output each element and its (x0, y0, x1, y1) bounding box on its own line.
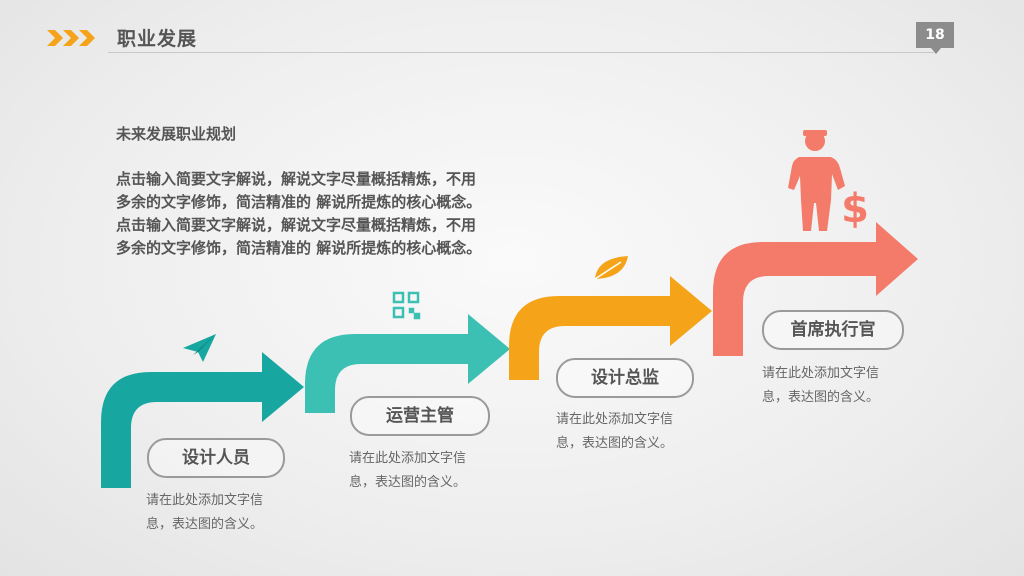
paper-plane-icon (183, 334, 216, 362)
step-arrow-4 (713, 222, 918, 356)
step-description-2: 请在此处添加文字信 息，表达图的含义。 (349, 447, 509, 495)
leaf-icon (594, 256, 628, 280)
step-description-line: 请在此处添加文字信 (146, 493, 264, 508)
intro-line: 多余的文字修饰，简洁精准的 解说所提炼的核心概念。 (116, 239, 482, 257)
step-description-line: 息，表达图的含义。 (349, 475, 467, 490)
intro-line: 点击输入简要文字解说，解说文字尽量概括精炼，不用 (116, 170, 477, 188)
step-arrow-1 (101, 352, 304, 488)
qr-code-icon (392, 291, 421, 320)
step-description-line: 请在此处添加文字信 (762, 366, 880, 381)
step-description-line: 息，表达图的含义。 (762, 390, 880, 405)
step-description-line: 请在此处添加文字信 (556, 412, 674, 427)
step-description-line: 请在此处添加文字信 (349, 451, 467, 466)
step-description-4: 请在此处添加文字信 息，表达图的含义。 (762, 362, 922, 410)
step-label-2: 运营主管 (350, 396, 490, 436)
section-subtitle: 未来发展职业规划 (116, 125, 237, 143)
step-description-line: 息，表达图的含义。 (556, 436, 674, 451)
header-divider (108, 52, 934, 53)
step-description-3: 请在此处添加文字信 息，表达图的含义。 (556, 408, 716, 456)
step-arrow-2 (305, 314, 510, 413)
chevrons-icon (47, 30, 95, 46)
intro-paragraph: 点击输入简要文字解说，解说文字尽量概括精炼，不用 多余的文字修饰，简洁精准的 解… (116, 168, 586, 260)
businessman-dollar-icon: $ (788, 130, 869, 232)
step-label-3: 设计总监 (556, 358, 694, 398)
intro-line: 点击输入简要文字解说，解说文字尽量概括精炼，不用 (116, 216, 477, 234)
step-arrow-3 (509, 276, 712, 380)
intro-line: 多余的文字修饰，简洁精准的 解说所提炼的核心概念。 (116, 193, 482, 211)
page-number-badge: 18 (916, 22, 954, 54)
step-label-1: 设计人员 (147, 438, 285, 478)
step-description-1: 请在此处添加文字信 息，表达图的含义。 (146, 489, 306, 537)
step-description-line: 息，表达图的含义。 (146, 517, 264, 532)
svg-text:$: $ (841, 186, 869, 232)
page-title: 职业发展 (117, 28, 198, 50)
step-label-4: 首席执行官 (762, 310, 904, 350)
